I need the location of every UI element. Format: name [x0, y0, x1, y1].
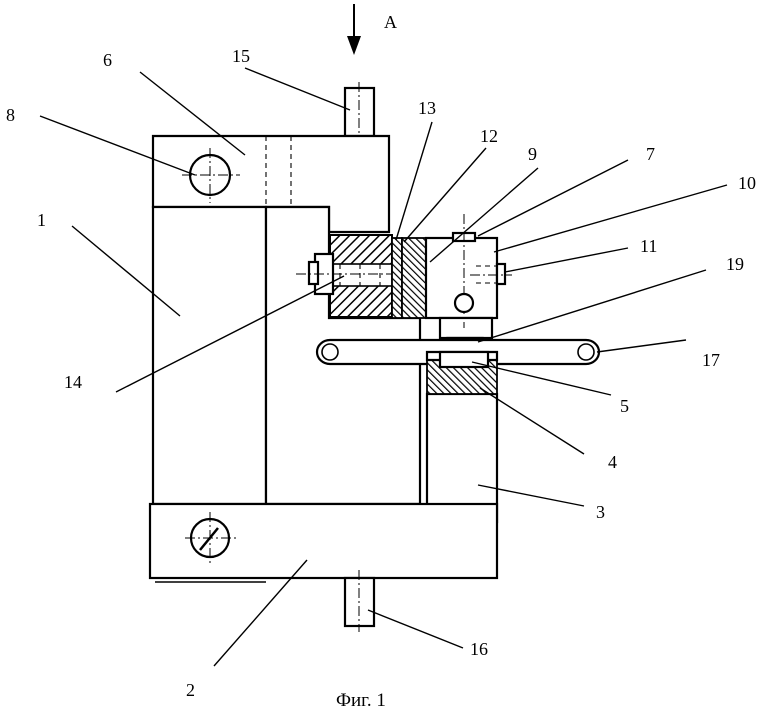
label-3: 3: [596, 502, 605, 522]
label-9: 9: [528, 144, 537, 164]
label-17: 17: [702, 350, 720, 370]
view-arrow-a: [347, 4, 361, 55]
screw-11: [470, 262, 512, 286]
label-12: 12: [480, 126, 498, 146]
label-5: 5: [620, 396, 629, 416]
clamp-body-13: [296, 234, 420, 318]
pivot-10: [453, 292, 475, 314]
plate-12: [391, 237, 403, 319]
label-14: 14: [64, 372, 82, 392]
label-6: 6: [103, 50, 112, 70]
plate-12b: [401, 237, 427, 319]
label-4: 4: [608, 452, 617, 472]
label-15: 15: [232, 46, 250, 66]
label-1: 1: [37, 210, 46, 230]
view-label-a: А: [384, 12, 397, 32]
figure-caption: Фиг. 1: [336, 690, 386, 711]
hinge-base: [185, 512, 238, 566]
holder-base: [438, 316, 494, 340]
label-19: 19: [726, 254, 744, 274]
label-2: 2: [186, 680, 195, 700]
leader-lines: [39, 67, 728, 667]
label-10: 10: [738, 173, 756, 193]
label-11: 11: [640, 236, 657, 256]
anvil-3: [425, 392, 499, 524]
label-7: 7: [646, 144, 655, 164]
hinge-8: [182, 148, 240, 203]
label-8: 8: [6, 105, 15, 125]
frame-column-1: [151, 205, 268, 506]
label-16: 16: [470, 639, 488, 659]
label-13: 13: [418, 98, 436, 118]
